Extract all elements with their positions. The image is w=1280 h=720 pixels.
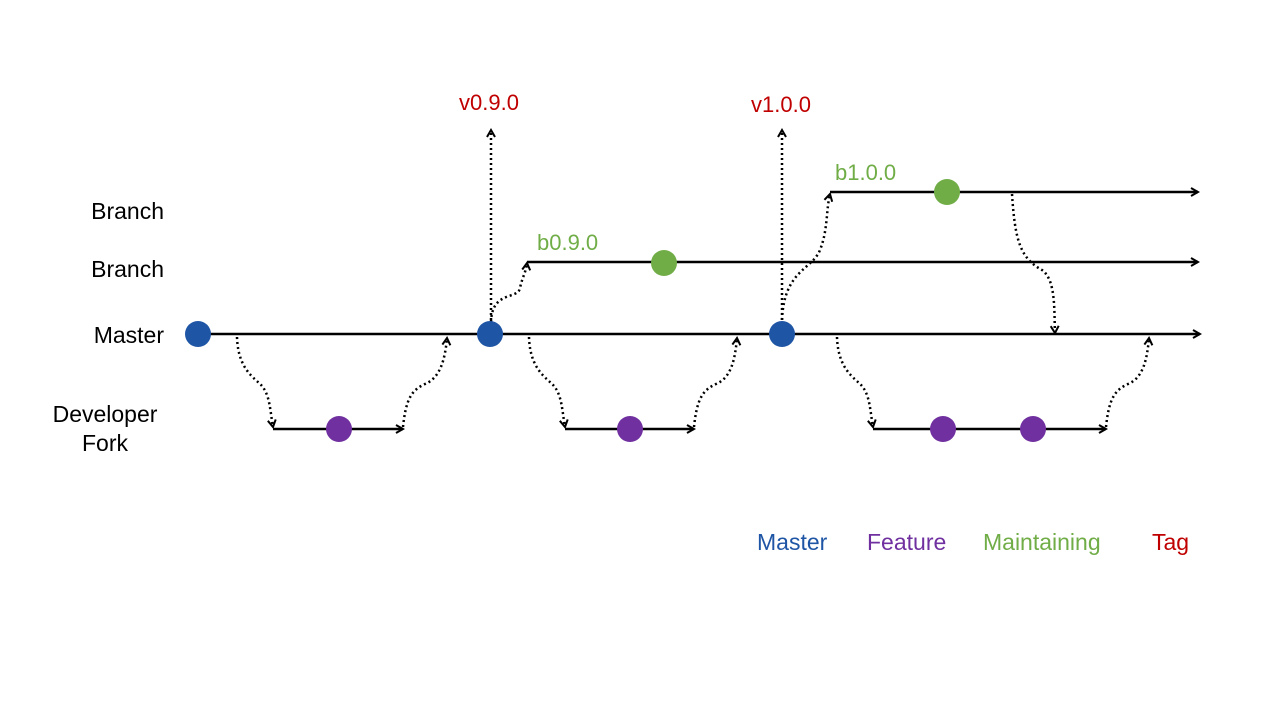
branch-off-b100-arrow — [780, 194, 830, 321]
feature-commit-node — [617, 416, 643, 442]
fork-out-3-arrow — [835, 336, 873, 427]
row-label-master: Master — [93, 322, 164, 348]
row-label-branch-b090: Branch — [91, 256, 164, 282]
tag-v100-label: v1.0.0 — [751, 92, 811, 117]
maintaining-commit-node — [934, 179, 960, 205]
legend-master: Master — [757, 529, 828, 555]
legend-tag: Tag — [1152, 529, 1190, 555]
maintaining-commit-node — [651, 250, 677, 276]
master-commit-node — [769, 321, 795, 347]
legend-feature: Feature — [867, 529, 947, 555]
row-label-branch-b100: Branch — [91, 198, 164, 224]
tag-v090-label: v0.9.0 — [459, 90, 519, 115]
branch-b090-label: b0.9.0 — [537, 230, 599, 255]
master-commit-node — [477, 321, 503, 347]
fork-in-3-arrow — [1104, 338, 1149, 428]
feature-commit-node — [326, 416, 352, 442]
fork-in-2-arrow — [692, 338, 737, 428]
merge-b100-to-master-arrow — [1010, 193, 1055, 333]
row-label-developer-fork: Developer Fork — [30, 400, 180, 458]
legend-maintaining: Maintaining — [983, 529, 1101, 555]
branch-b100-label: b1.0.0 — [835, 160, 897, 185]
master-commit-node — [185, 321, 211, 347]
fork-out-1-arrow — [235, 336, 273, 427]
feature-commit-node — [1020, 416, 1046, 442]
fork-out-2-arrow — [527, 336, 565, 427]
fork-in-1-arrow — [401, 338, 447, 428]
feature-commit-node — [930, 416, 956, 442]
row-label-developer: Developer — [52, 401, 158, 427]
row-label-fork: Fork — [82, 430, 128, 456]
branch-off-b090-arrow — [489, 263, 527, 323]
